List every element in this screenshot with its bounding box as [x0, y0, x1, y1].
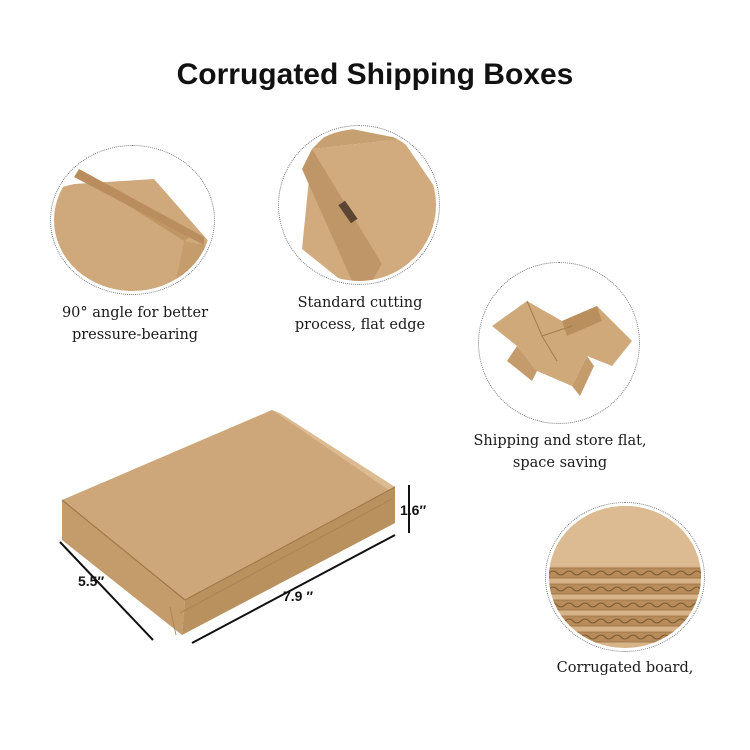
feature-caption-2: Standard cutting process, flat edge — [294, 295, 426, 333]
feature-caption-3: Shipping and store flat, space saving — [473, 433, 647, 471]
feature-ring-2 — [278, 125, 440, 285]
height-dimension-label: 1.6″ — [400, 502, 427, 518]
feature-ring-1 — [50, 145, 215, 295]
flat-unfolded-box-image — [482, 266, 636, 420]
flat-edge-closeup-image — [282, 129, 436, 281]
shipping-box-image — [59, 410, 410, 644]
page-title: Corrugated Shipping Boxes — [176, 58, 574, 91]
corner-closeup-image — [54, 149, 211, 291]
feature-caption-4: Corrugated board, — [556, 660, 694, 676]
length-dimension-label: 7.9 ″ — [283, 588, 314, 604]
feature-ring-3 — [478, 262, 640, 424]
feature-ring-4 — [545, 502, 705, 652]
width-dimension-label: 5.5″ — [78, 573, 105, 589]
corrugated-board-closeup-image — [549, 506, 701, 648]
feature-caption-1: 90° angle for better pressure-bearing — [61, 305, 209, 343]
